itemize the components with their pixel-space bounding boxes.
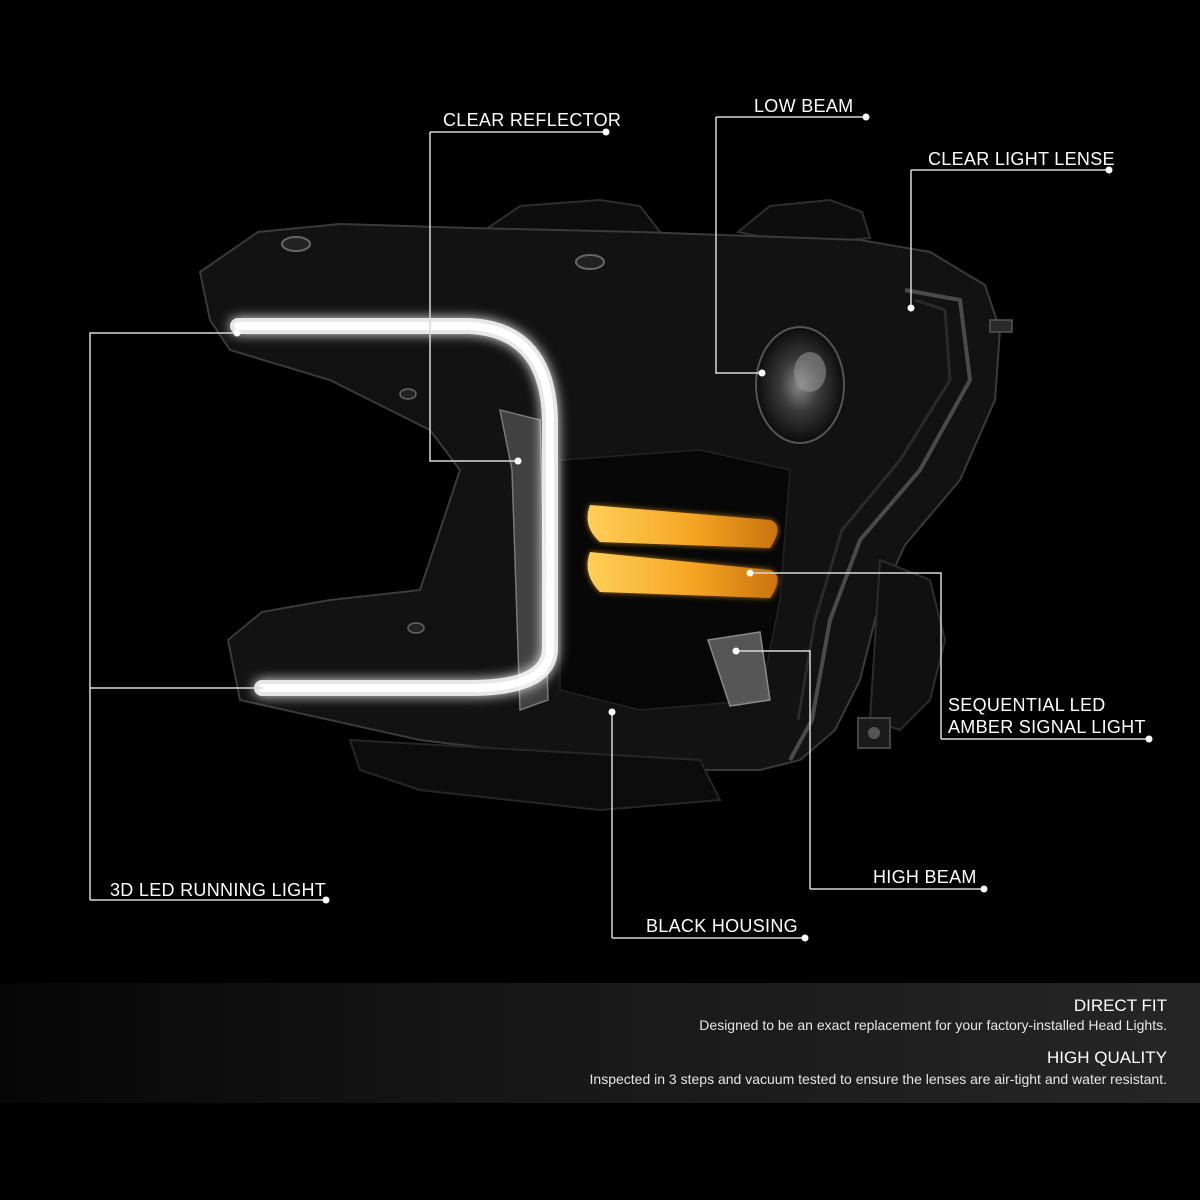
dot-running-light-b — [261, 684, 269, 692]
dot-sequential-led-a — [746, 569, 754, 577]
dot-clear-reflector-a — [602, 128, 610, 136]
connector-bolt — [868, 727, 880, 739]
callout-low-beam: LOW BEAM — [754, 96, 854, 116]
led-running-light — [234, 322, 554, 692]
dot-black-housing-b — [801, 934, 809, 942]
amber-bar-lower — [587, 552, 778, 598]
screw-mid — [399, 388, 417, 400]
clear-reflector-strip — [499, 408, 549, 712]
callout-clear-reflector: CLEAR REFLECTOR — [443, 110, 622, 130]
base-bracket — [348, 738, 722, 812]
screw-top-left — [281, 236, 311, 252]
dot-black-housing-a — [608, 708, 616, 716]
feature-title-direct-fit: DIRECT FIT — [1073, 996, 1167, 1015]
line-sequential-led — [750, 572, 942, 739]
callout-clear-light-lense: CLEAR LIGHT LENSE — [928, 149, 1115, 169]
callout-amber-signal-light: AMBER SIGNAL LIGHT — [948, 717, 1146, 737]
lens-frame-right — [788, 288, 973, 761]
dot-running-light-a — [233, 329, 241, 337]
feature-title-high-quality: HIGH QUALITY — [1047, 1048, 1167, 1067]
callout-lines — [89, 116, 1149, 939]
line-clear-reflector — [429, 132, 518, 462]
dot-clear-light-lense-a — [1105, 166, 1113, 174]
callout-high-beam: HIGH BEAM — [873, 867, 977, 887]
callout-black-housing: BLACK HOUSING — [646, 916, 798, 936]
feature-info-bar: DIRECT FIT Designed to be an exact repla… — [0, 983, 1200, 1103]
screw-low — [407, 622, 425, 634]
headlight-assembly — [198, 198, 1013, 812]
dot-high-beam-a — [732, 647, 740, 655]
callout-running-light: 3D LED RUNNING LIGHT — [110, 880, 327, 900]
line-low-beam — [715, 117, 762, 374]
low-beam-lens-highlight — [794, 352, 826, 392]
dot-high-beam-b — [980, 885, 988, 893]
feature-desc-high-quality: Inspected in 3 steps and vacuum tested t… — [589, 1071, 1167, 1087]
dot-running-light-c — [322, 896, 330, 904]
dot-clear-light-lense-b — [907, 304, 915, 312]
screw-top-center — [575, 254, 605, 270]
lens-frame-right-inner — [796, 298, 952, 721]
callout-dots — [233, 113, 1153, 942]
dot-low-beam-b — [758, 369, 766, 377]
feature-desc-direct-fit: Designed to be an exact replacement for … — [699, 1017, 1167, 1033]
adjuster-screw — [989, 319, 1013, 333]
amber-bar-upper — [587, 505, 778, 548]
dot-low-beam-a — [862, 113, 870, 121]
dot-sequential-led-b — [1145, 735, 1153, 743]
line-high-beam — [736, 650, 811, 889]
callout-sequential-led: SEQUENTIAL LED — [948, 695, 1106, 715]
line-running-light — [89, 332, 237, 900]
rear-housing — [868, 558, 947, 732]
dot-clear-reflector-b — [514, 457, 522, 465]
